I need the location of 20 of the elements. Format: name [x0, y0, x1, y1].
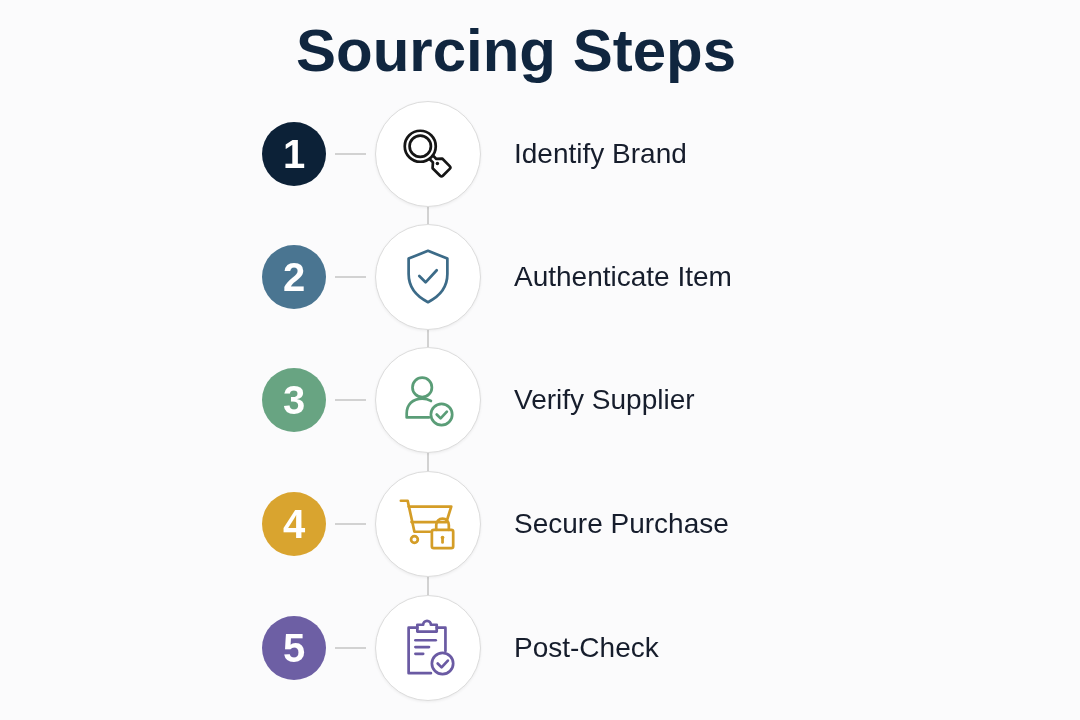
connector-line	[334, 399, 367, 401]
step-label: Verify Supplier	[514, 383, 695, 417]
connector-line	[427, 452, 429, 472]
step-label: Identify Brand	[514, 137, 687, 171]
step-number: 1	[282, 134, 306, 174]
connector-line	[334, 276, 367, 278]
step-label: Post-Check	[514, 631, 659, 665]
connector-line	[334, 647, 367, 649]
connector-line	[427, 206, 429, 225]
connector-line	[334, 153, 367, 155]
step-number: 2	[282, 257, 306, 297]
step-label: Secure Purchase	[514, 507, 729, 541]
step-number: 3	[282, 380, 306, 420]
step-label: Authenticate Item	[514, 260, 732, 294]
connector-line	[427, 576, 429, 596]
connector-line	[427, 329, 429, 348]
connector-line	[334, 523, 367, 525]
step-number: 5	[282, 628, 306, 668]
step-number: 4	[282, 504, 306, 544]
title: Sourcing Steps	[295, 21, 737, 81]
